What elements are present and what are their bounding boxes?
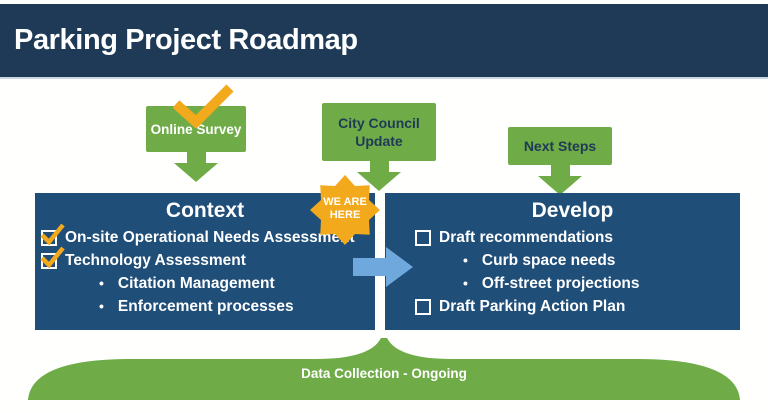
- list-item-label: Off-street projections: [481, 275, 640, 292]
- bullet-icon: •: [99, 298, 104, 314]
- stage-develop-title: Develop: [531, 199, 614, 222]
- completed-check-icon: [172, 84, 234, 128]
- down-arrow-stem: [550, 165, 570, 176]
- callout-city-council: City Council Update: [322, 103, 436, 191]
- page-title: Parking Project Roadmap: [14, 24, 358, 56]
- bullet-icon: •: [99, 275, 104, 291]
- list-item-label: Draft Parking Action Plan: [439, 298, 626, 315]
- checkbox-unchecked-icon: [415, 299, 431, 315]
- down-arrow-stem: [186, 152, 206, 163]
- bullet-icon: •: [463, 252, 468, 268]
- callout-next-steps: Next Steps: [508, 127, 612, 195]
- we-are-here-label: WE ARE HERE: [323, 196, 367, 221]
- down-arrow-icon: [174, 163, 218, 182]
- checkbox-checked-icon: [40, 223, 65, 246]
- callout-city-council-box: City Council Update: [322, 103, 436, 161]
- callout-online-survey: Online Survey: [146, 106, 246, 182]
- we-are-here-marker: WE ARE HERE: [309, 174, 381, 246]
- list-item: • Curb space needs: [415, 250, 730, 271]
- callout-city-council-label: City Council Update: [338, 115, 420, 149]
- stage-develop-panel: Develop Draft recommendations • Curb spa…: [385, 193, 740, 330]
- list-item-label: Technology Assessment: [65, 252, 246, 269]
- down-arrow-icon: [538, 176, 582, 195]
- down-arrow-stem: [369, 161, 389, 172]
- banner-brace-shape: [28, 338, 740, 400]
- starburst-icon: [310, 175, 380, 245]
- stage-context-title: Context: [165, 199, 245, 222]
- list-item: • Enforcement processes: [41, 296, 369, 317]
- list-item: Technology Assessment: [40, 246, 369, 271]
- list-item: Draft Parking Action Plan: [415, 296, 730, 317]
- callout-next-steps-box: Next Steps: [508, 127, 612, 165]
- list-item-label: Curb space needs: [481, 252, 616, 269]
- callout-online-survey-label: Online Survey: [150, 121, 242, 137]
- callout-online-survey-box: Online Survey: [146, 106, 246, 152]
- checkbox-checked-icon: [40, 246, 65, 269]
- list-item-label: Citation Management: [117, 275, 275, 292]
- list-item-label: Enforcement processes: [117, 298, 294, 315]
- banner-label: Data Collection - Ongoing: [301, 366, 467, 381]
- checkbox-unchecked-icon: [415, 230, 431, 246]
- bullet-icon: •: [463, 275, 468, 291]
- list-item: • Off-street projections: [415, 273, 730, 294]
- right-arrow-icon: [353, 247, 413, 287]
- list-item-label: On-site Operational Needs Assessment: [65, 229, 355, 246]
- callout-next-steps-label: Next Steps: [523, 138, 597, 154]
- list-item: On-site Operational Needs Assessment: [40, 223, 369, 248]
- header-bar: Parking Project Roadmap: [0, 4, 768, 79]
- list-item: • Citation Management: [41, 273, 369, 294]
- list-item: Draft recommendations: [415, 227, 730, 248]
- list-item-label: Draft recommendations: [439, 229, 613, 246]
